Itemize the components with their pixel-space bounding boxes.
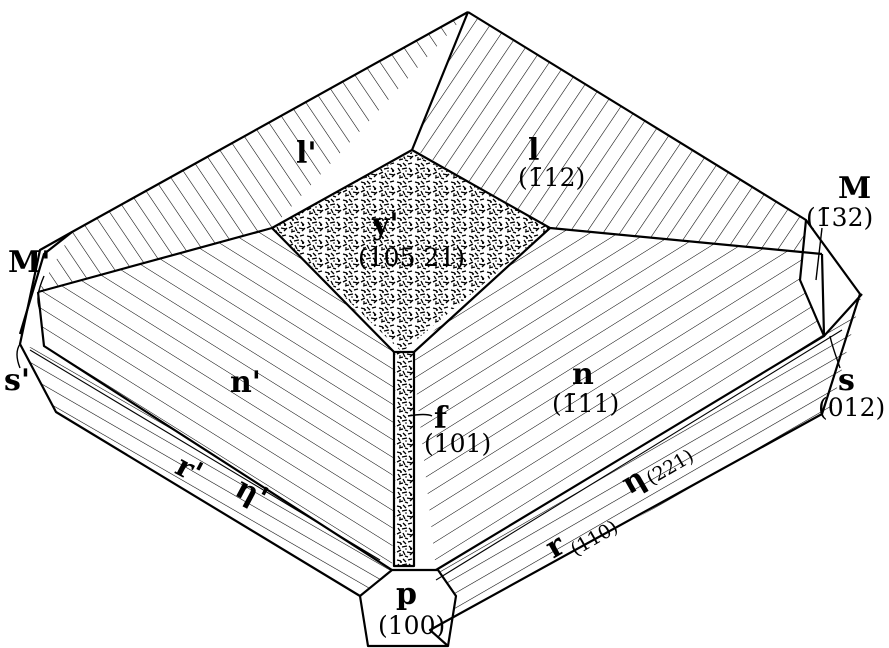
face-n [412,228,824,570]
edge-r-left [29,349,381,561]
edge-M-right [798,219,863,338]
index-y-prime: (105 21) [358,243,465,272]
face-n-prime [38,228,396,570]
index-s: (012) [818,393,885,422]
edge-y-lower [271,227,551,354]
index-l: (1̄12) [518,163,585,192]
label-s: s [838,363,855,398]
label-n: n [572,357,594,392]
leader-M [815,227,823,281]
label-l-prime: l' [296,136,317,171]
label-s-prime: s' [4,363,30,398]
face-f [394,352,414,566]
face-l [412,12,822,254]
label-y-prime: y' [371,207,399,242]
index-f: (101) [424,429,491,458]
edge-p [359,568,458,647]
label-p: p [396,577,417,612]
leader-s [829,335,841,369]
label-l: l [528,133,539,168]
edge-M-left [18,231,73,335]
face-p [360,566,456,646]
index-p: (100) [378,611,445,640]
face-y-prime [272,152,550,352]
leader-s-prime [16,343,21,369]
edge-l-inner [37,11,470,294]
label-M-prime: M' [8,245,50,280]
label-n-prime: n' [230,365,261,400]
label-M: M [838,171,871,206]
face-M [800,220,860,336]
edge-r-right [435,329,843,581]
face-r-prime [22,346,392,596]
face-r [432,294,862,628]
edge-f [392,352,416,568]
leader-M-prime [37,275,45,311]
index-M: (1̄32) [806,203,873,232]
leader-f [407,413,433,417]
index-n: (1̄11) [552,389,619,418]
face-l-prime [38,12,468,292]
outline-edge [18,11,862,648]
label-f: f [434,401,449,436]
